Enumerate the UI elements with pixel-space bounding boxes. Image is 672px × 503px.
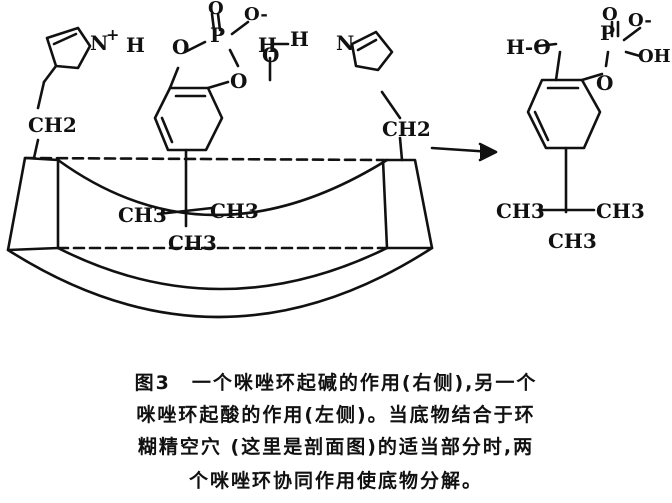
left-imidazole-plus: + [106, 25, 119, 44]
substrate-ch3-bottom: CH3 [168, 231, 217, 255]
figure-caption-line-3: 糊精空穴 (这里是剖面图)的适当部分时,两 [137, 436, 535, 458]
figure-caption-line-2: 咪唑环起酸的作用(左侧)。当底物结合于环 [136, 404, 536, 426]
product-ch3-bottom: CH3 [548, 229, 597, 253]
right-imidazole [350, 30, 404, 162]
product-oh-label: OH [638, 46, 671, 67]
water-molecule [268, 42, 290, 82]
water-h-right: H [290, 27, 309, 51]
water-h-left: H [258, 33, 277, 57]
reaction-arrow [430, 142, 498, 162]
substrate-phosphate-o-minus: O- [244, 4, 268, 25]
product-ch3-left: CH3 [496, 199, 545, 223]
reaction-diagram: N + H CH2 O P O O- O H O H CH3 CH3 CH3 N… [6, 0, 671, 319]
left-imidazole-ch2-label: CH2 [28, 113, 77, 137]
substrate-ch3-right: CH3 [210, 199, 259, 223]
product-phosphorus-label: P [600, 21, 615, 45]
figure-caption-line-1: 图3 一个咪唑环起碱的作用(右侧),另一个 [134, 372, 538, 394]
substrate-phosphorus-label: P [210, 23, 225, 47]
product-o-minus: O- [628, 10, 652, 31]
substrate-ch3-left: CH3 [118, 203, 167, 227]
cyclodextrin-cavity [6, 156, 434, 319]
substrate-benzene-ring [153, 12, 250, 228]
substrate-ring-o-right: O [230, 69, 247, 93]
left-imidazole-h-label: H [126, 33, 145, 57]
right-imidazole-n-label: N [336, 31, 354, 55]
water-o-label: O [262, 43, 279, 67]
right-imidazole-ch2-label: CH2 [382, 117, 431, 141]
figure-caption-line-4: 个咪唑环协同作用使底物分解。 [188, 470, 483, 492]
product-o-top: O [602, 4, 618, 25]
substrate-phosphate-o-top: O [208, 0, 224, 19]
left-imidazole-n-label: N [90, 31, 108, 55]
substrate-ring-o-left: O [172, 35, 189, 59]
product-ch3-right: CH3 [596, 199, 645, 223]
product-ho-label: H-O [506, 35, 551, 59]
product-molecule [526, 20, 642, 214]
product-o-ester: O [596, 71, 613, 95]
left-imidazole [32, 26, 92, 160]
